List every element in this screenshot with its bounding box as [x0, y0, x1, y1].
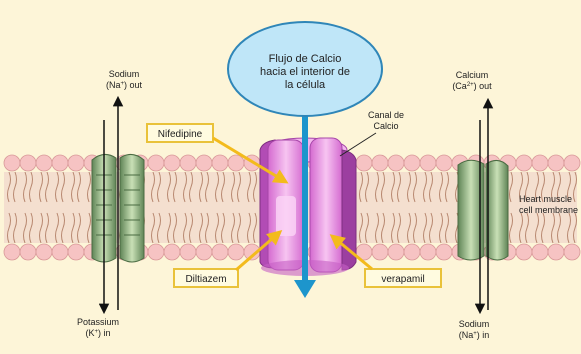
- sodium-calcium-channel-icon: [458, 160, 508, 260]
- sodium-out-label: Sodium: [109, 69, 140, 79]
- canal-label-line1: Canal de: [368, 110, 404, 120]
- sodium-in-label: Sodium: [459, 319, 490, 329]
- bubble-line-1: Flujo de Calcio: [269, 53, 342, 65]
- canal-label-line2: Calcio: [373, 121, 398, 131]
- nifedipine-label: Nifedipine: [158, 129, 203, 140]
- bubble-line-3: la célula: [285, 79, 326, 91]
- diltiazem-label: Diltiazem: [185, 274, 226, 285]
- bubble-line-2: hacia el interior de: [260, 66, 350, 78]
- calcium-out-label: Calcium: [456, 70, 489, 80]
- verapamil-label: verapamil: [381, 274, 424, 285]
- potassium-in-label: Potassium: [77, 317, 119, 327]
- sodium-out-line1: Sodium: [109, 69, 140, 79]
- membrane-label-line1: Heart muscle: [519, 194, 572, 204]
- sodium-out-ion: (Na+) out: [106, 80, 143, 90]
- potassium-in-ion: (K+) in: [85, 328, 110, 338]
- membrane-label-line2: cell membrane: [519, 205, 578, 215]
